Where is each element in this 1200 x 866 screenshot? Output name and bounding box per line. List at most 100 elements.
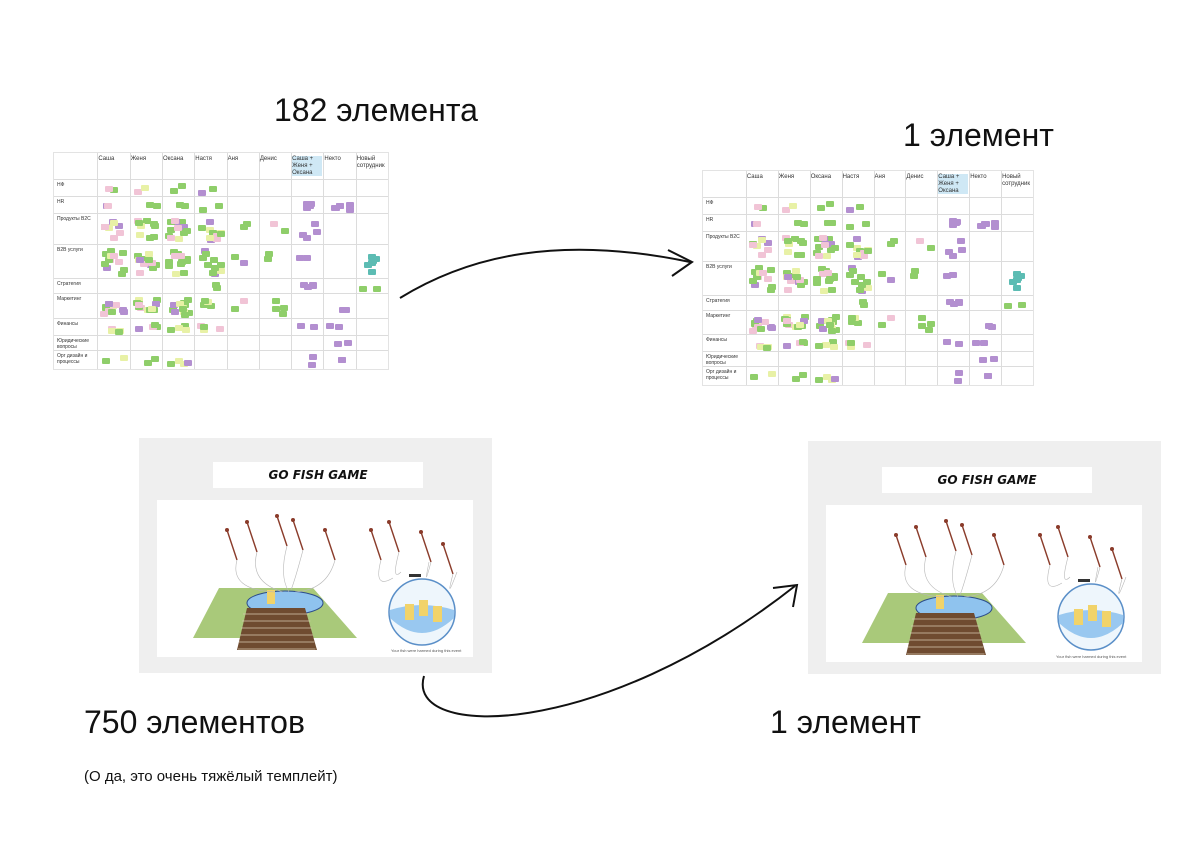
row-label: Стратегия — [706, 297, 730, 304]
sticky-note — [750, 373, 759, 380]
sticky-note — [983, 372, 992, 379]
fishing-rod — [370, 529, 382, 561]
sticky-note — [135, 301, 144, 308]
sticky-note — [756, 325, 765, 332]
sticky-note — [987, 324, 996, 330]
sticky-note — [799, 338, 808, 345]
go-fish-game-flattened: GO FISH GAME Your fish were harmed durin… — [808, 441, 1161, 674]
fishing-rod — [276, 515, 288, 547]
grid-row-line — [54, 334, 388, 336]
wooden-dock — [237, 608, 317, 650]
fishing-line — [235, 559, 276, 593]
fishing-rod — [993, 534, 1005, 566]
sticky-note — [758, 270, 767, 277]
fish-card — [433, 606, 442, 622]
sticky-note — [792, 267, 801, 274]
grid-column-line — [291, 153, 293, 369]
sticky-note — [239, 298, 248, 305]
sticky-note — [910, 273, 919, 280]
fishing-rod-reel — [992, 533, 996, 537]
sticky-note — [151, 322, 160, 329]
sticky-note — [783, 237, 792, 244]
sticky-note — [171, 309, 180, 316]
sticky-note — [955, 340, 964, 347]
sticky-note — [953, 218, 962, 225]
sticky-note — [217, 268, 226, 275]
sticky-note — [215, 203, 224, 210]
sticky-note — [174, 325, 183, 332]
sticky-note — [144, 250, 153, 257]
sticky-note — [846, 272, 855, 278]
bottom-note: (О да, это очень тяжёлый темплейт) — [84, 768, 338, 785]
sticky-note — [103, 265, 111, 272]
column-header: Денис — [906, 174, 924, 180]
column-header: Женя — [778, 174, 795, 180]
sticky-note — [108, 327, 117, 334]
fishing-line — [904, 564, 945, 598]
sticky-note — [164, 259, 173, 266]
fishing-rod — [420, 531, 432, 563]
sticky-note — [783, 248, 792, 255]
sticky-note — [887, 240, 895, 247]
sticky-note — [115, 222, 124, 229]
row-label: Продукты B2C — [706, 233, 740, 240]
sticky-note — [818, 270, 827, 277]
grid-column-line — [905, 171, 907, 385]
sticky-note — [758, 204, 767, 211]
row-label: Финансы — [706, 337, 727, 344]
fish-card — [1074, 609, 1083, 625]
sticky-note — [296, 322, 305, 329]
sticky-note — [231, 305, 240, 312]
sticky-note — [310, 220, 319, 227]
sticky-note — [753, 203, 762, 210]
fishing-line — [952, 550, 959, 598]
sticky-note — [980, 340, 989, 347]
sticky-note — [118, 250, 127, 257]
sticky-note — [853, 236, 862, 243]
sticky-note — [302, 204, 311, 211]
sticky-note — [240, 260, 249, 267]
sticky-note — [114, 328, 123, 335]
sticky-note — [948, 272, 957, 279]
grid-column-line — [809, 171, 811, 385]
sticky-note — [991, 224, 1000, 231]
sticky-note — [853, 252, 862, 259]
sticky-note — [830, 272, 839, 279]
sticky-note — [359, 285, 368, 292]
grid-column-line — [258, 153, 260, 369]
sticky-note — [302, 235, 311, 242]
sticky-note — [846, 224, 855, 231]
grid-column-line — [777, 171, 779, 385]
sticky-note — [953, 378, 962, 385]
fishing-line — [963, 564, 1005, 598]
sticky-note — [175, 235, 184, 242]
sticky-note — [818, 325, 827, 332]
sticky-note — [148, 305, 157, 312]
sticky-note — [826, 322, 835, 329]
sticky-note — [112, 302, 121, 309]
sticky-note — [172, 271, 181, 278]
grid-row-line — [703, 294, 1033, 296]
sticky-note — [797, 251, 806, 258]
fishing-scene-illustration — [862, 519, 1127, 655]
sticky-note — [368, 257, 377, 264]
game-title: GO FISH GAME — [213, 462, 423, 488]
sticky-note — [312, 229, 321, 236]
fish-card — [1088, 605, 1097, 621]
fishing-hook — [409, 574, 421, 577]
column-header: Некто — [970, 174, 987, 180]
grid-row-line — [703, 230, 1033, 232]
sticky-note — [171, 217, 180, 224]
sticky-note — [991, 219, 1000, 226]
sticky-note — [170, 301, 179, 308]
sticky-note — [800, 220, 809, 227]
sticky-note — [345, 202, 354, 209]
sticky-note — [166, 326, 175, 333]
sticky-note — [824, 269, 833, 276]
sticky-note — [823, 219, 832, 226]
sticky-note — [825, 236, 834, 243]
sticky-note — [213, 285, 222, 292]
sticky-note — [109, 234, 118, 241]
sticky-note — [859, 299, 868, 306]
sticky-note — [326, 323, 335, 330]
